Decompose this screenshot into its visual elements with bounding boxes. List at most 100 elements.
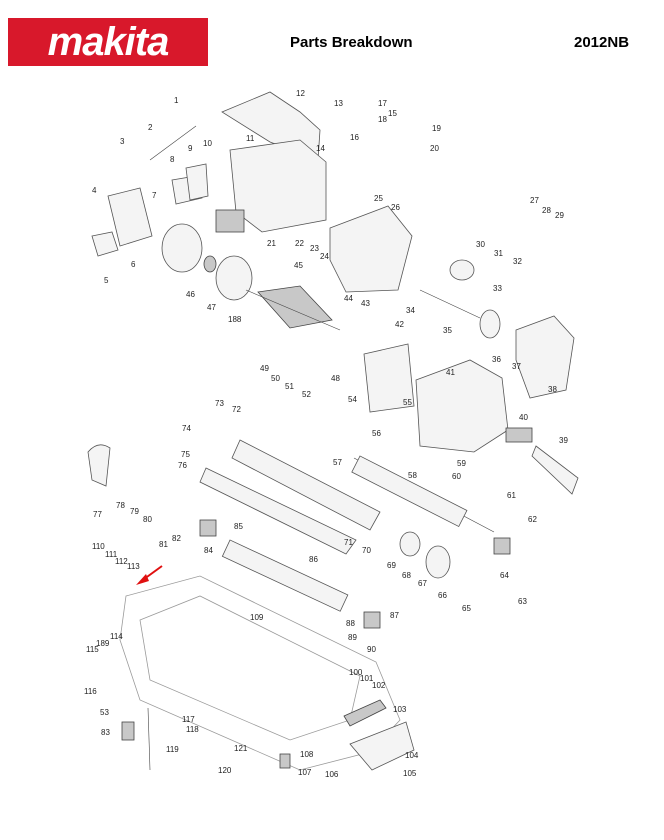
long-bolt-shape xyxy=(147,707,151,771)
chain-gear-shape xyxy=(399,531,421,557)
armature-shaft xyxy=(245,289,341,331)
part-number-label: 109 xyxy=(250,613,264,622)
belt-shape xyxy=(531,445,579,495)
spring-box-2-shape xyxy=(363,611,381,629)
part-number-label: 52 xyxy=(302,390,311,399)
part-number-label: 118 xyxy=(186,725,199,734)
part-number-label: 113 xyxy=(127,562,140,571)
part-number-label: 61 xyxy=(507,491,516,500)
part-number-label: 19 xyxy=(432,124,441,133)
part-number-label: 17 xyxy=(378,99,387,108)
page-title: Parts Breakdown xyxy=(290,34,413,51)
red-arrow-icon xyxy=(136,565,163,585)
part-number-label: 70 xyxy=(362,546,371,555)
part-number-label: 30 xyxy=(476,240,485,249)
part-number-label: 67 xyxy=(418,579,427,588)
spring-box-3-shape xyxy=(493,537,511,555)
part-number-label: 33 xyxy=(493,284,502,293)
housing-shape xyxy=(415,359,509,453)
part-number-label: 20 xyxy=(430,144,439,153)
gear-cover-shape xyxy=(515,315,575,399)
part-number-label: 46 xyxy=(186,290,195,299)
armature-shape xyxy=(257,285,333,329)
part-number-label: 49 xyxy=(260,364,269,373)
part-number-label: 81 xyxy=(159,540,168,549)
outfeed-roller-shape xyxy=(221,539,349,612)
part-number-label: 22 xyxy=(295,239,304,248)
brand-wordmark: makita xyxy=(47,20,170,64)
part-number-label: 88 xyxy=(346,619,355,628)
cord-line xyxy=(149,125,197,161)
part-number-label: 16 xyxy=(350,133,359,142)
part-number-label: 69 xyxy=(387,561,396,570)
part-number-label: 28 xyxy=(542,206,551,215)
baffle-plate-shape xyxy=(161,223,203,273)
part-number-label: 89 xyxy=(348,633,357,642)
part-number-label: 29 xyxy=(555,211,564,220)
part-number-label: 27 xyxy=(530,196,539,205)
sprocket-shape xyxy=(425,545,451,579)
part-number-label: 5 xyxy=(104,276,109,285)
part-number-label: 64 xyxy=(500,571,509,580)
part-number-label: 114 xyxy=(110,632,123,641)
part-number-label: 18 xyxy=(378,115,387,124)
part-number-label: 85 xyxy=(234,522,243,531)
blade-shape xyxy=(199,467,357,555)
part-number-label: 120 xyxy=(218,766,232,775)
pulley-shape xyxy=(505,427,533,443)
part-number-label: 68 xyxy=(402,571,411,580)
part-number-label: 54 xyxy=(348,395,357,404)
part-number-label: 71 xyxy=(344,538,353,547)
part-number-label: 10 xyxy=(203,139,212,148)
part-number-label: 12 xyxy=(296,89,305,98)
part-number-label: 11 xyxy=(246,134,255,143)
part-number-label: 4 xyxy=(92,186,97,195)
part-number-label: 111 xyxy=(105,550,118,559)
part-number-label: 105 xyxy=(403,769,417,778)
switch-box-shape xyxy=(107,187,153,247)
part-number-label: 112 xyxy=(115,557,128,566)
bushing-shape xyxy=(121,721,135,741)
part-number-label: 116 xyxy=(84,687,97,696)
fan-shape xyxy=(215,255,253,301)
part-number-label: 104 xyxy=(405,751,419,760)
part-number-label: 63 xyxy=(518,597,527,606)
model-number: 2012NB xyxy=(574,34,630,51)
part-number-label: 90 xyxy=(367,645,376,654)
part-number-label: 59 xyxy=(457,459,466,468)
knob-shape xyxy=(279,753,291,769)
part-number-label: 119 xyxy=(166,745,179,754)
part-number-label: 78 xyxy=(116,501,125,510)
part-number-label: 48 xyxy=(331,374,340,383)
part-number-label: 84 xyxy=(204,546,213,555)
part-number-label: 6 xyxy=(131,260,136,269)
part-number-label: 43 xyxy=(361,299,370,308)
part-number-label: 83 xyxy=(101,728,110,737)
part-number-label: 77 xyxy=(93,510,102,519)
part-number-label: 79 xyxy=(130,507,139,516)
part-number-label: 82 xyxy=(172,534,181,543)
part-number-label: 55 xyxy=(403,398,412,407)
part-number-label: 15 xyxy=(388,109,397,118)
part-number-label: 31 xyxy=(494,249,503,258)
drum-shape xyxy=(231,439,381,531)
part-number-label: 189 xyxy=(96,639,110,648)
part-number-label: 38 xyxy=(548,385,557,394)
part-number-label: 24 xyxy=(320,252,329,261)
part-number-label: 45 xyxy=(294,261,303,270)
feed-roller-shape xyxy=(351,455,468,528)
spindle-shaft xyxy=(419,289,481,319)
part-number-label: 1 xyxy=(174,96,179,105)
lever-shape xyxy=(343,699,387,727)
part-number-label: 37 xyxy=(512,362,521,371)
part-number-label: 13 xyxy=(334,99,343,108)
part-number-label: 21 xyxy=(267,239,276,248)
part-number-label: 86 xyxy=(309,555,318,564)
part-number-label: 51 xyxy=(285,382,294,391)
part-number-label: 66 xyxy=(438,591,447,600)
part-number-label: 103 xyxy=(393,705,407,714)
part-number-label: 73 xyxy=(215,399,224,408)
part-number-label: 58 xyxy=(408,471,417,480)
